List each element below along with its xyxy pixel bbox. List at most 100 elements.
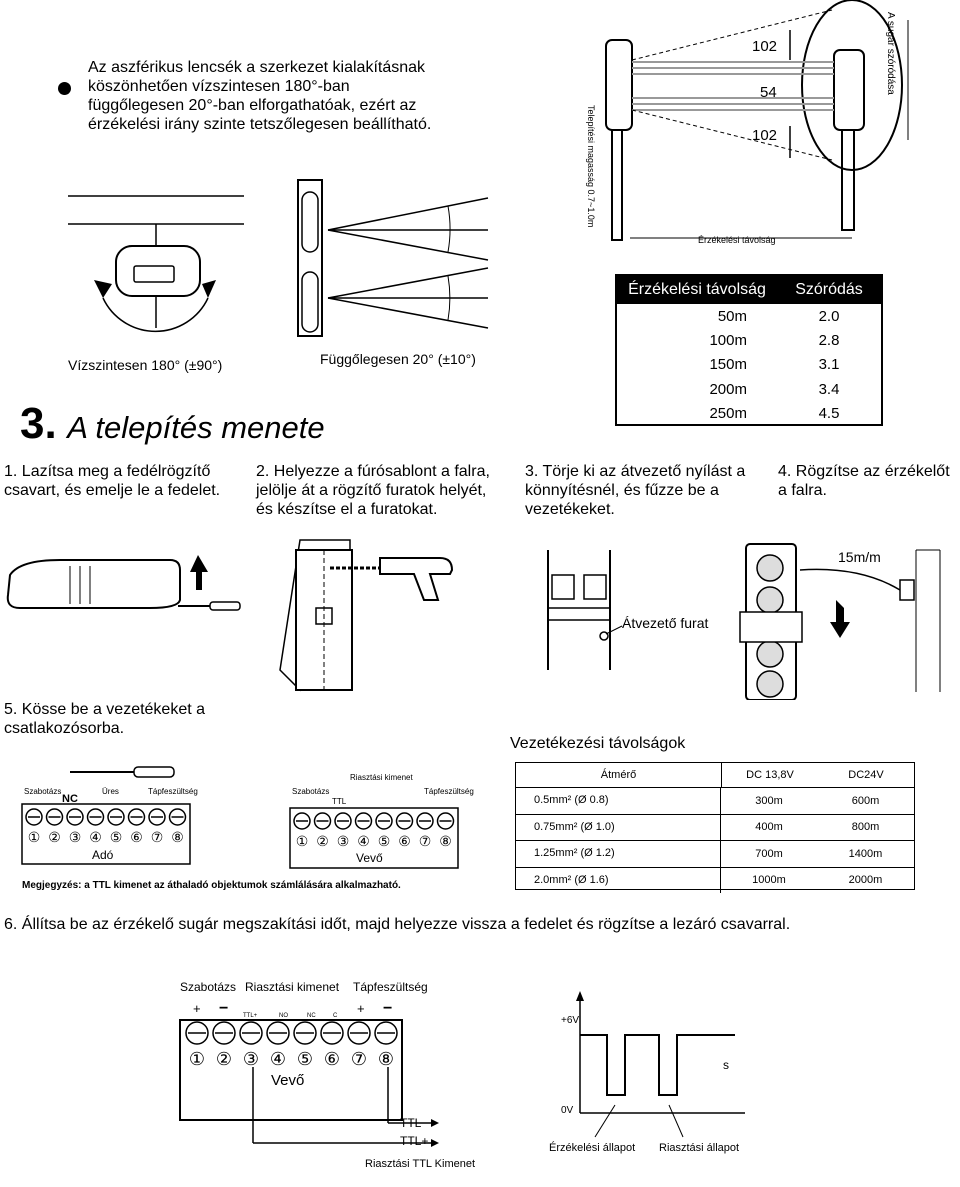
sender-empty-label: Üres xyxy=(102,787,119,796)
spread-label: A sugár szóródása xyxy=(885,12,896,95)
vertical-label: Függőlegesen 20° (±10°) xyxy=(320,351,476,367)
screwdriver-icon xyxy=(133,766,175,778)
spread-row: 200m 3.4 xyxy=(617,377,881,401)
spread-distance: 200m xyxy=(709,380,747,398)
wiring-cell: 1.25mm² (Ø 1.2) xyxy=(516,841,721,867)
receiver-label: Vevő xyxy=(356,851,383,865)
spread-value: 2.0 xyxy=(818,307,840,325)
horizontal-label: Vízszintesen 180° (±90°) xyxy=(68,357,222,373)
terminal-number: ① xyxy=(189,1049,205,1069)
terminal-number: ⑦ xyxy=(351,1049,367,1069)
minus-label: − xyxy=(219,1000,228,1017)
height-label: Telepítési magasság 0.7~1.0m xyxy=(586,105,596,227)
dim-label: 102 xyxy=(752,38,777,55)
terminal-number: ② xyxy=(316,833,329,849)
alarm-label: Riasztási kimenet xyxy=(245,980,340,994)
spread-value: 4.5 xyxy=(818,405,840,423)
sender-block xyxy=(21,803,191,865)
wiring-header: DC24V xyxy=(848,769,884,781)
distance-label: 15m/m xyxy=(838,549,881,565)
spread-distance: 50m xyxy=(717,307,747,325)
v6-label: +6V xyxy=(561,1015,579,1026)
spread-header: Szóródás xyxy=(795,281,863,298)
intro-text: Az aszférikus lencsék a szerkezet kialak… xyxy=(88,58,431,134)
right-sensor xyxy=(833,49,865,131)
wiring-table: Átmérő DC 13,8V DC24V 0.5mm² (Ø 0.8) 300m… xyxy=(515,762,915,893)
intro-line: köszönhetően vízszintesen 180°-ban xyxy=(88,78,350,95)
wiring-cell: 300m xyxy=(755,794,783,807)
v0-label: 0V xyxy=(561,1105,574,1116)
spread-value: 3.1 xyxy=(818,356,840,374)
minus-label: − xyxy=(383,1000,392,1017)
wiring-table-title: Vezetékezési távolságok xyxy=(510,735,686,752)
receiver-alarm-label: Riasztási kimenet xyxy=(350,773,413,782)
terminal-number: ② xyxy=(216,1049,232,1069)
distance-label: Érzékelési távolság xyxy=(698,235,776,245)
receiver-block xyxy=(289,807,459,869)
ttl-plus-label: TTL+ xyxy=(400,1134,428,1148)
spread-row: 250m 4.5 xyxy=(617,402,881,426)
terminal-number: ⑤ xyxy=(110,829,123,845)
through-hole-label: Átvezető furat xyxy=(622,615,708,631)
ttl-minus-label: TTL− xyxy=(400,1116,428,1130)
timing-waveform xyxy=(580,1034,735,1096)
spread-header: Érzékelési távolság xyxy=(628,281,766,298)
intro-line: függőlegesen 20°-ban elforgathatóak, ezé… xyxy=(88,97,417,114)
rotation-figure: Vízszintesen 180° (±90°) Függőlegesen 20… xyxy=(68,179,489,373)
left-sensor xyxy=(605,39,633,131)
down-arrow-icon xyxy=(830,600,850,638)
wiring-cell: 800m xyxy=(851,821,880,834)
terminal-number: ③ xyxy=(243,1049,259,1069)
terminal-number: ⑥ xyxy=(130,829,143,845)
spread-value: 3.4 xyxy=(818,380,840,398)
alarm-state-label: Riasztási állapot xyxy=(659,1142,739,1154)
terminal-number: ④ xyxy=(270,1049,286,1069)
wiring-cell: 0.5mm² (Ø 0.8) xyxy=(516,788,721,814)
section-title: 3. A telepítés menete xyxy=(20,400,325,452)
terminal-number: ② xyxy=(48,829,61,845)
bullet-dot xyxy=(58,82,71,95)
wiring-header: DC 13,8V xyxy=(746,769,794,781)
wiring-header: Átmérő xyxy=(516,763,722,787)
terminal-number: ⑧ xyxy=(378,1049,394,1069)
cover xyxy=(6,559,181,609)
sender-tamper-label: Szabotázs xyxy=(24,787,61,796)
sender-label: Adó xyxy=(92,848,114,862)
receiver-ttl-label: TTL xyxy=(332,797,347,806)
up-arrow-icon xyxy=(190,555,208,590)
wiring-cell: 2000m xyxy=(848,874,883,887)
terminal-number: ⑥ xyxy=(398,833,411,849)
terminal-number: ③ xyxy=(337,833,350,849)
wiring-cell: 400m xyxy=(755,821,783,834)
wiring-cell: 1400m xyxy=(848,847,883,860)
terminal-number: ⑧ xyxy=(439,833,452,849)
terminal-number: ③ xyxy=(69,829,82,845)
wiring-cell: 0.75mm² (Ø 1.0) xyxy=(516,814,721,840)
receiver-label: Vevő xyxy=(271,1072,304,1089)
spread-row: 50m 2.0 xyxy=(617,304,881,328)
receiver-block xyxy=(179,1019,403,1121)
wiring-cell: 600m xyxy=(851,794,880,807)
wiring-cell: 700m xyxy=(755,847,783,860)
terminal-number: ⑧ xyxy=(171,829,184,845)
plus-label: + xyxy=(357,1001,365,1016)
terminal-number: ⑤ xyxy=(378,833,391,849)
nc-label: NC xyxy=(307,1013,316,1019)
sensor-head xyxy=(115,245,201,297)
terminal-number: ⑦ xyxy=(419,833,432,849)
sender-nc-label: NC xyxy=(62,793,78,805)
power-label: Tápfeszültség xyxy=(353,980,428,994)
screwdriver-icon xyxy=(209,601,241,611)
dim-label: 54 xyxy=(760,84,777,101)
terminal-number: ④ xyxy=(357,833,370,849)
section-heading: A telepítés menete xyxy=(67,410,325,445)
spread-distance: 100m xyxy=(709,332,747,350)
spread-distance: 250m xyxy=(709,405,747,423)
